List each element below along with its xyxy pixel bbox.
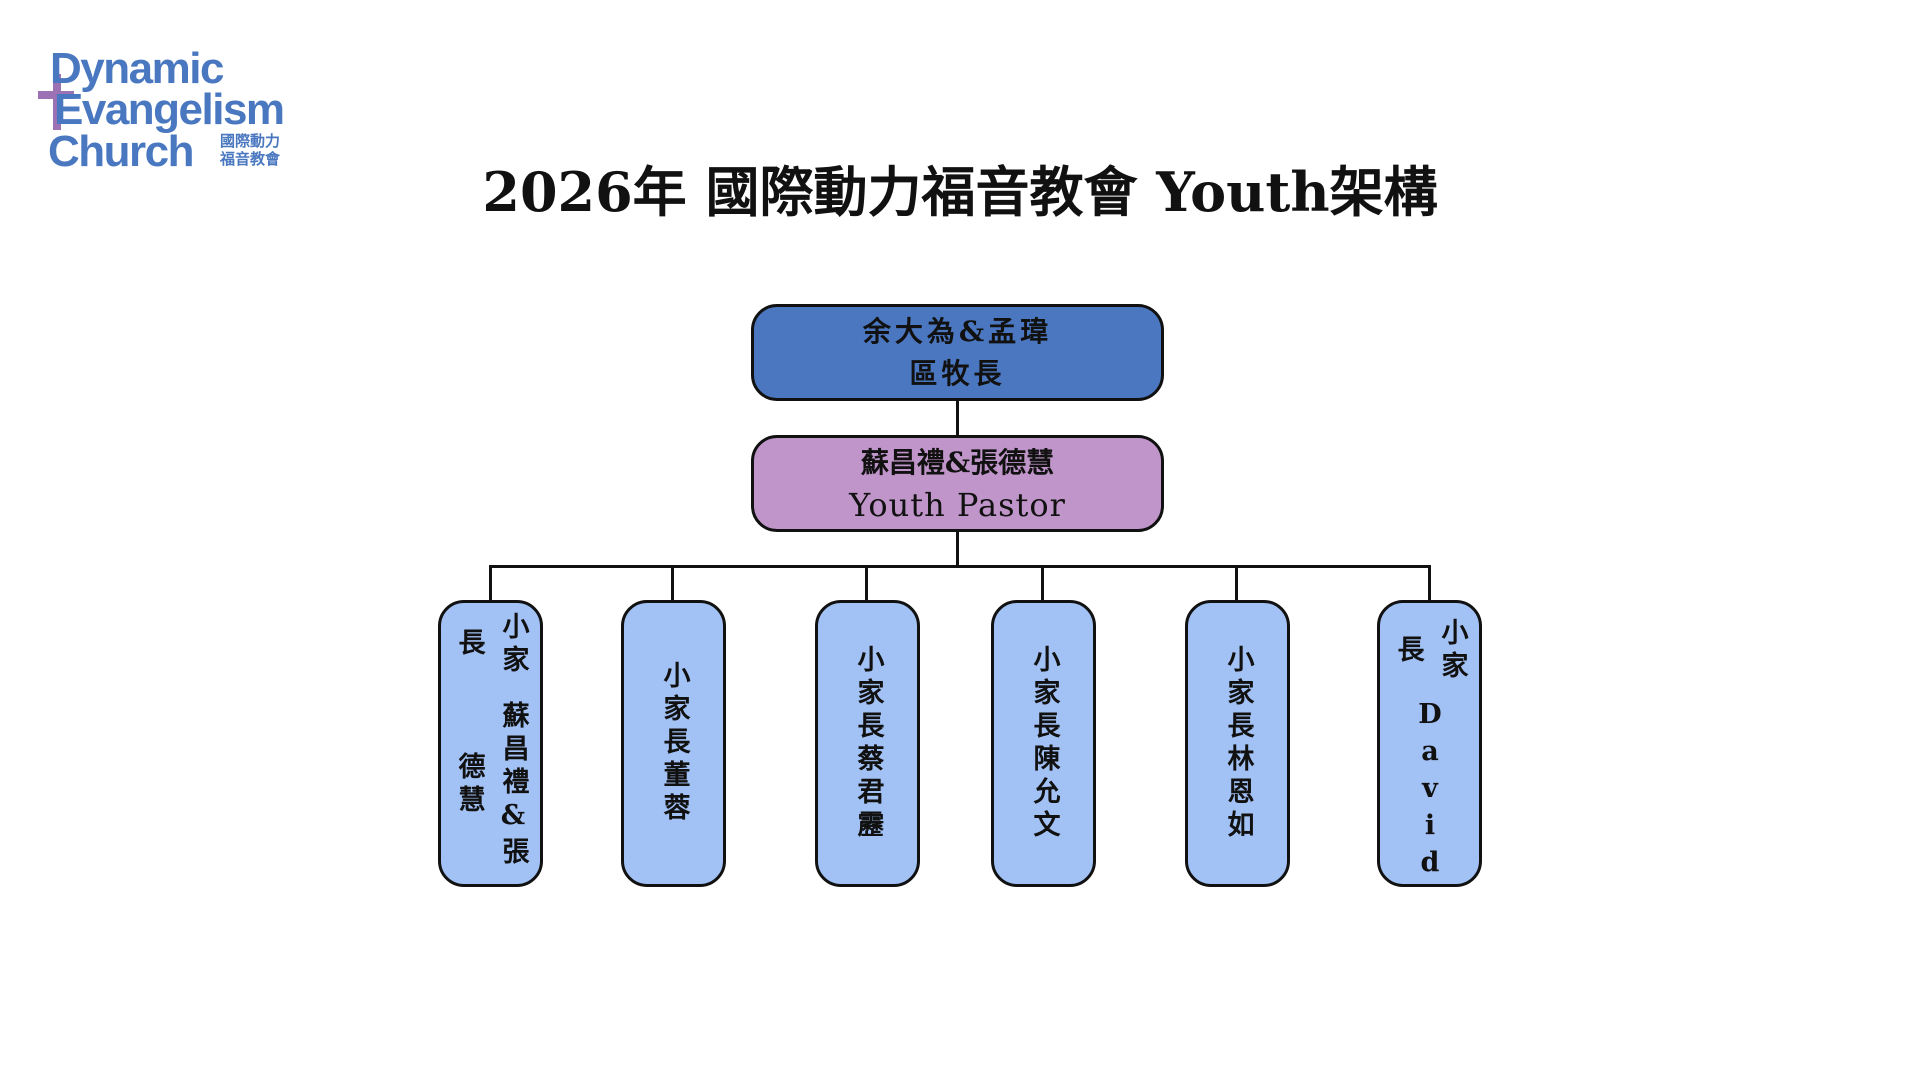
node-role: 區牧長: [909, 357, 1006, 390]
node-role: 小家長: [852, 644, 884, 744]
connector: [1041, 565, 1044, 601]
cross-icon: [53, 74, 61, 130]
connector-horizontal: [489, 565, 1431, 568]
node-name: 陳允文: [1028, 743, 1060, 843]
node-name: 林恩如: [1222, 743, 1254, 843]
node-role: 小家長: [1028, 644, 1060, 744]
connector: [1235, 565, 1238, 601]
connector: [956, 531, 959, 567]
cross-icon-bar: [38, 91, 74, 99]
connector: [671, 565, 674, 601]
node-name: 蔡君靂: [852, 743, 884, 843]
node-name: 蘇昌禮&張德慧: [453, 700, 529, 870]
node-name: 蘇昌禮&張德慧: [860, 446, 1055, 479]
node-name: 余大為&孟瑋: [862, 315, 1053, 348]
node-role: 小家長: [1222, 644, 1254, 744]
district-pastor-node: 余大為&孟瑋 區牧長: [751, 304, 1164, 401]
node-name: David: [1414, 699, 1446, 884]
node-name: 董蓉: [658, 760, 690, 826]
leader-node: 小家長董蓉: [621, 600, 726, 887]
connector: [956, 400, 959, 436]
leader-node: 小家長 David: [1377, 600, 1482, 887]
leader-node: 小家長蘇昌禮&張德慧: [438, 600, 543, 887]
connector: [865, 565, 868, 601]
church-logo: Dynamic Evangelism Church 國際動力 福音教會: [38, 44, 308, 176]
node-role: 小家長: [658, 661, 690, 760]
node-role: Youth Pastor: [849, 486, 1066, 524]
connector: [1428, 565, 1431, 601]
logo-chinese: 國際動力 福音教會: [220, 132, 300, 168]
connector: [489, 565, 492, 601]
leader-node: 小家長陳允文: [991, 600, 1096, 887]
logo-line-1: Dynamic: [50, 44, 224, 93]
node-role: 小家長: [453, 611, 529, 678]
logo-zh-2: 福音教會: [220, 150, 281, 168]
leader-node: 小家長林恩如: [1185, 600, 1290, 887]
leader-node: 小家長蔡君靂: [815, 600, 920, 887]
page-title: 2026年 國際動力福音教會 Youth架構: [482, 160, 1438, 224]
logo-line-3: Church: [48, 127, 195, 176]
logo-zh-1: 國際動力: [220, 132, 281, 150]
youth-pastor-node: 蘇昌禮&張德慧 Youth Pastor: [751, 435, 1164, 532]
node-role: 小家長: [1392, 618, 1468, 684]
logo-line-2: Evangelism: [54, 85, 285, 134]
